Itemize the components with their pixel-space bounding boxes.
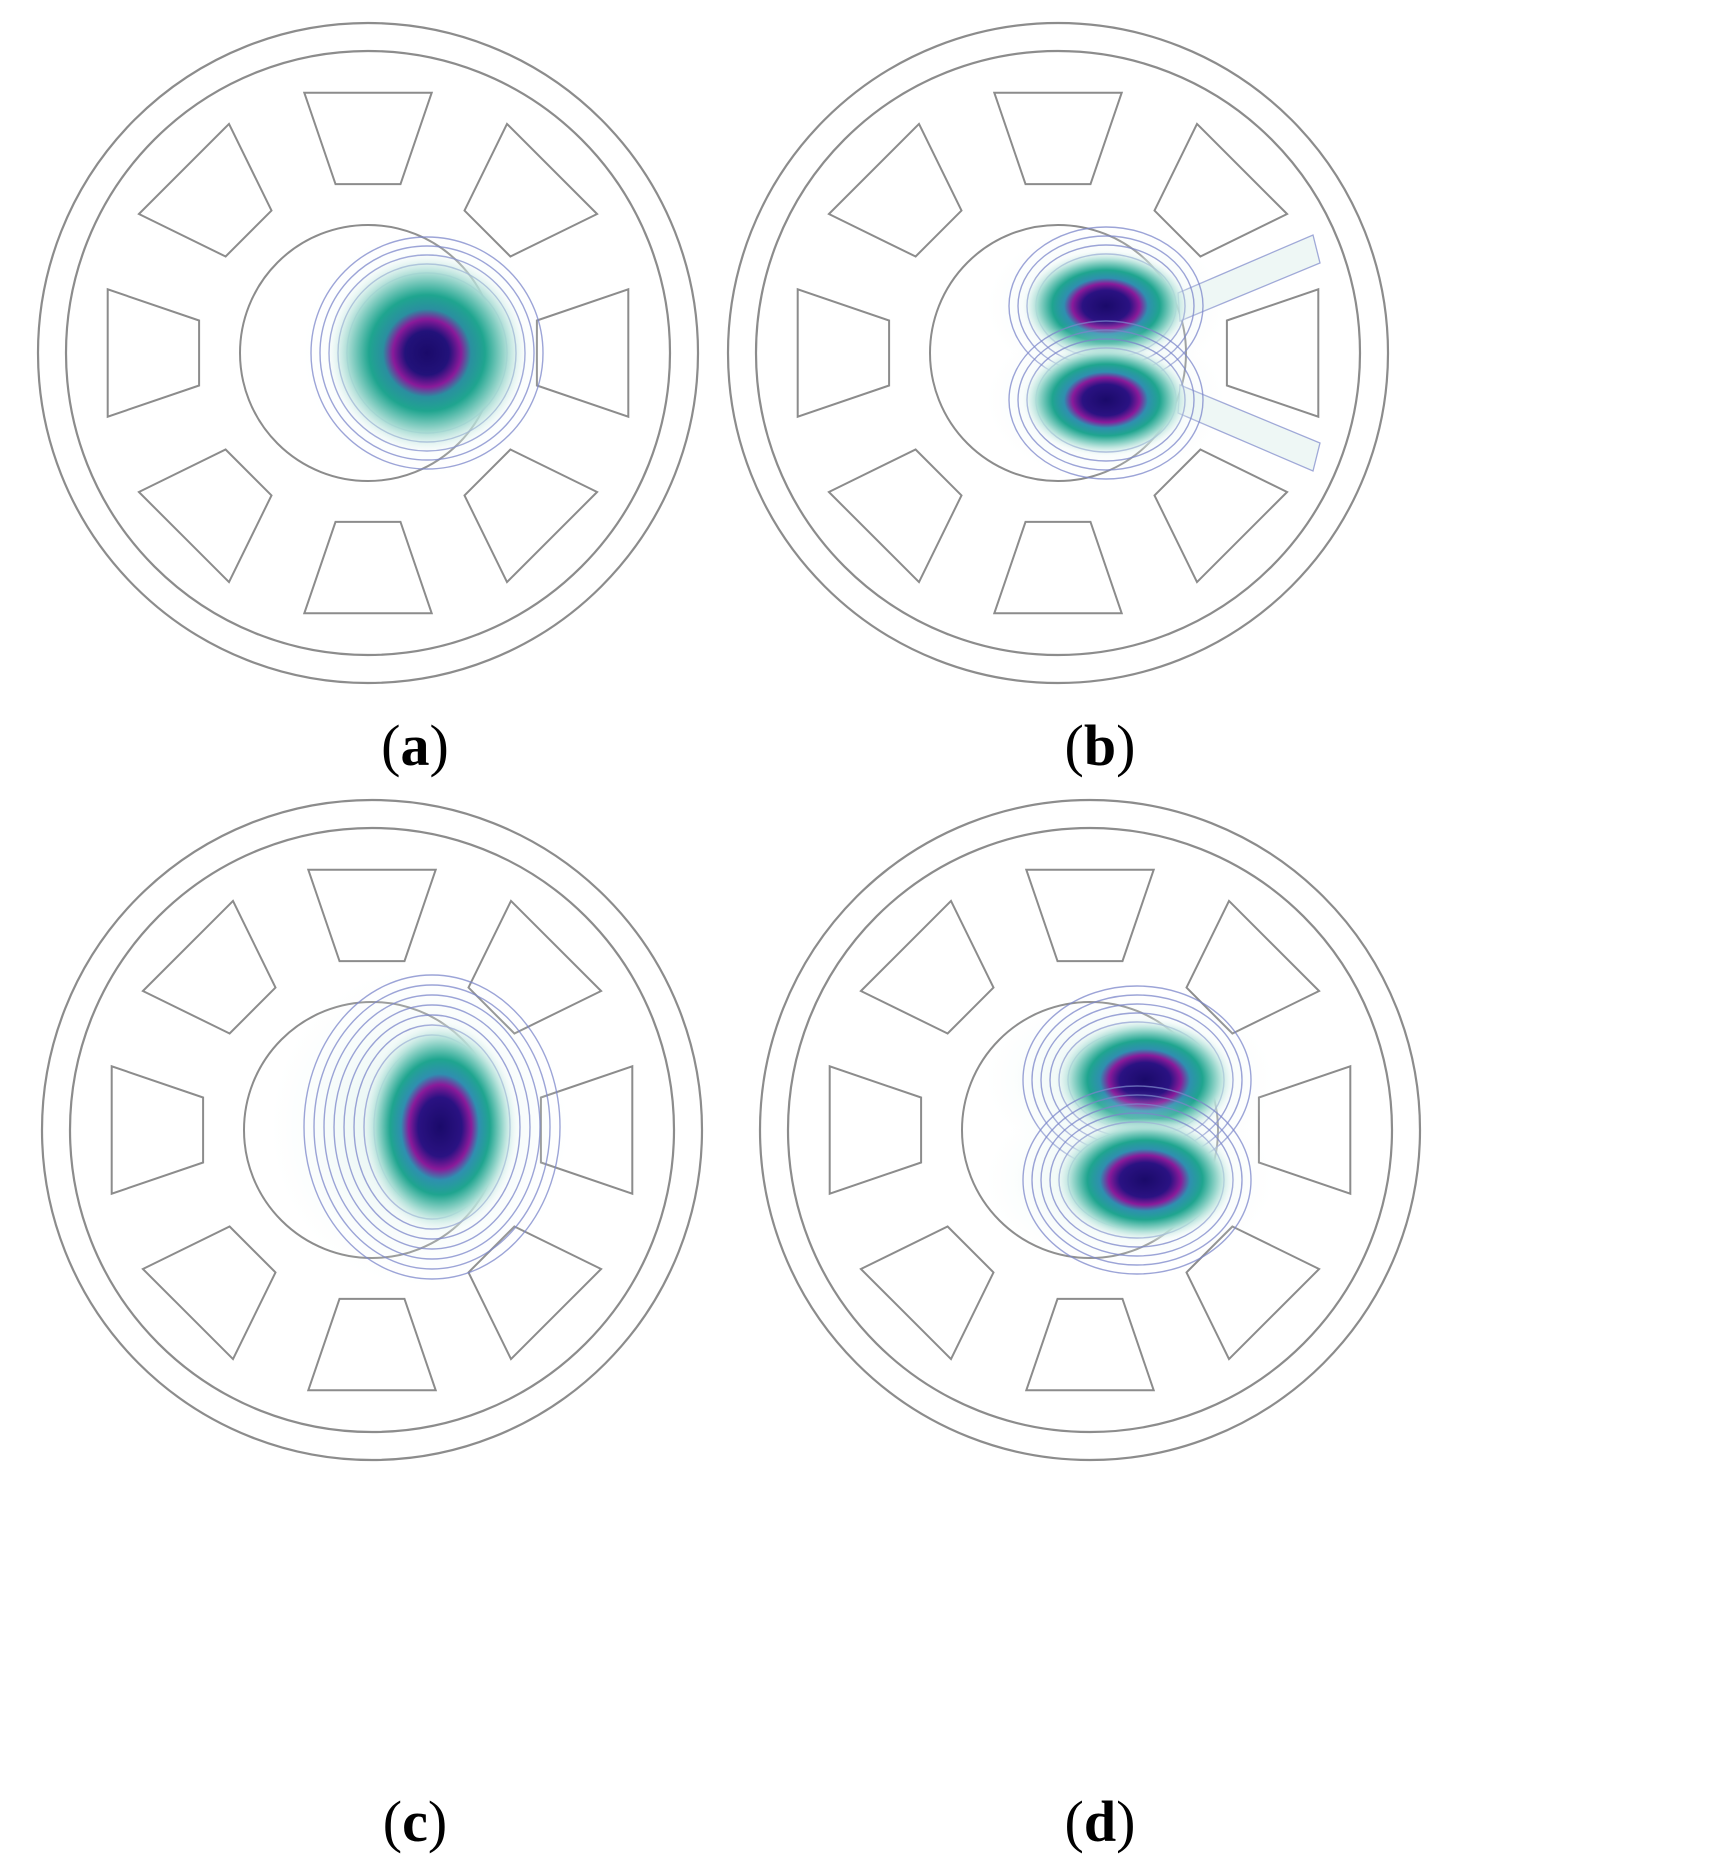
panel-a-slot-2 xyxy=(302,520,434,615)
caption-b-letter: b xyxy=(1083,713,1117,778)
panel-d-slot-2 xyxy=(1024,1297,1156,1392)
panel-a-outer-ring xyxy=(36,21,700,685)
panel-d-slot-6 xyxy=(1024,868,1156,963)
panel-a-stator-ring xyxy=(64,49,672,657)
caption-b: (b) xyxy=(1064,713,1136,778)
panel-b-slot-3 xyxy=(827,448,963,584)
panel-c xyxy=(40,798,704,1462)
panel-a-slot-5 xyxy=(137,122,273,258)
panel-b-lobe-1 xyxy=(1022,344,1190,456)
panel-b-slot-0 xyxy=(1225,287,1320,419)
panel-b-lobe-1-contour-4 xyxy=(1017,329,1195,471)
panel-b-stator-ring xyxy=(754,49,1362,657)
caption-c-letter: c xyxy=(402,1789,428,1854)
caption-d: (d) xyxy=(1064,1789,1136,1854)
panel-d-slot-5 xyxy=(859,899,995,1035)
panel-c-stator-ring xyxy=(68,826,676,1434)
panel-c-contour-3 xyxy=(343,1014,521,1240)
panel-d-outer-ring xyxy=(758,798,1422,1462)
panel-a-field-spot xyxy=(327,253,527,453)
panel-d-lobe-1-contour-6 xyxy=(1022,1085,1252,1275)
panel-d-slot-3 xyxy=(859,1225,995,1361)
panel-b-slot-6 xyxy=(992,91,1124,186)
panel-c-slot-3 xyxy=(141,1225,277,1361)
panel-a-contour-5 xyxy=(319,245,535,461)
panel-b-slot-4 xyxy=(796,287,891,419)
panel-d-stator-ring xyxy=(786,826,1394,1434)
panel-c-slot-6 xyxy=(306,868,438,963)
panel-a-contour-6 xyxy=(310,236,544,470)
caption-a: (a) xyxy=(381,713,449,778)
panel-b-lobe-1-contour-5 xyxy=(1008,320,1204,480)
panel-b-slot-5 xyxy=(827,122,963,258)
caption-a-letter: a xyxy=(400,713,430,778)
panel-c-field-spot xyxy=(362,1021,518,1233)
panel-a-slot-1 xyxy=(463,448,599,584)
caption-d-letter: d xyxy=(1083,1789,1117,1854)
panel-c-outer-ring xyxy=(40,798,704,1462)
panel-a-slot-4 xyxy=(106,287,201,419)
panel-b-outer-ring xyxy=(726,21,1390,685)
panel-c-contour-5 xyxy=(323,994,541,1260)
panel-b-slot-7 xyxy=(1153,122,1289,258)
panel-a-slot-3 xyxy=(137,448,273,584)
panel-a-slot-7 xyxy=(463,122,599,258)
panel-c-contour-4 xyxy=(333,1004,531,1250)
panel-c-contour-7 xyxy=(303,974,561,1280)
panel-d-lobe-1 xyxy=(1055,1118,1235,1242)
panel-b xyxy=(726,21,1390,685)
panel-d-lobe-1-contour-5 xyxy=(1031,1094,1243,1266)
panel-d-slot-4 xyxy=(828,1064,923,1196)
panel-c-slot-2 xyxy=(306,1297,438,1392)
panel-b-slot-1 xyxy=(1153,448,1289,584)
panel-c-contour-6 xyxy=(313,984,551,1270)
panel-c-slot-5 xyxy=(141,899,277,1035)
panel-a xyxy=(36,21,700,685)
panel-a-slot-6 xyxy=(302,91,434,186)
panel-c-slot-4 xyxy=(110,1064,205,1196)
panel-b-slot-2 xyxy=(992,520,1124,615)
caption-c: (c) xyxy=(382,1789,448,1854)
panel-d xyxy=(758,798,1422,1462)
